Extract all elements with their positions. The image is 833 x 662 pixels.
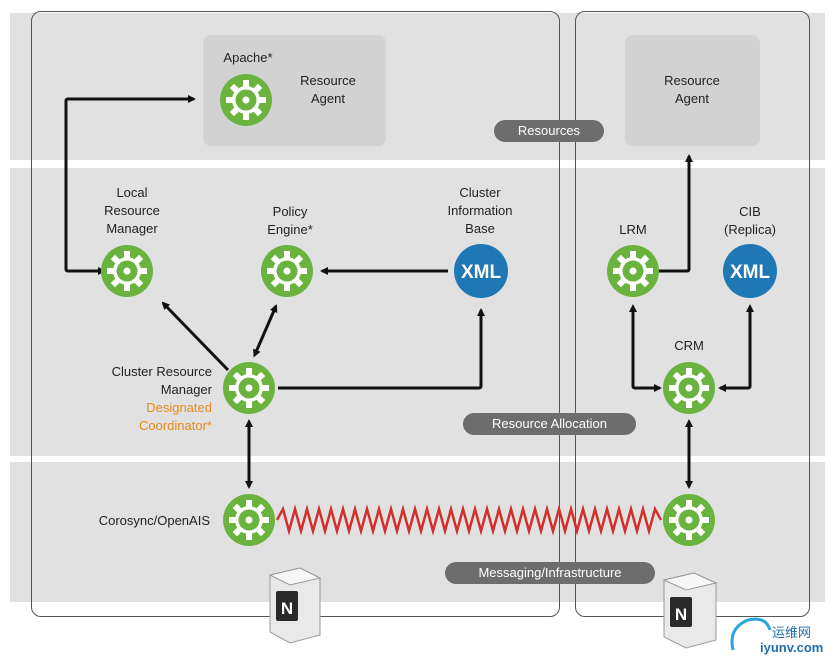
server-left-icon: N xyxy=(268,567,322,644)
svg-text:N: N xyxy=(281,599,293,618)
messaging-pill: Messaging/Infrastructure xyxy=(445,562,655,584)
corosync-right-gear-icon xyxy=(663,494,715,546)
crm-right-gear-icon xyxy=(663,362,715,414)
crm-gear-icon xyxy=(223,362,275,414)
lrm-gear-icon xyxy=(101,245,153,297)
apache-gear-icon xyxy=(220,74,272,126)
resource-agent-right-label: Resource Agent xyxy=(664,73,720,106)
arrow-cib-crm-right xyxy=(718,304,754,392)
arrow-lrm-to-apache xyxy=(64,95,196,275)
svg-text:N: N xyxy=(675,605,687,624)
resource-agent-right-box xyxy=(625,35,760,146)
resources-pill: Resources xyxy=(494,120,604,142)
designated-coordinator-label: Designated Coordinator* xyxy=(139,400,212,433)
messaging-link-zigzag xyxy=(275,504,663,536)
cib-label: Cluster Information Base xyxy=(447,185,513,236)
watermark-url: iyunv.com xyxy=(760,640,824,655)
lrm-full-label: Local Resource Manager xyxy=(104,185,160,236)
policy-engine-gear-icon xyxy=(261,245,313,297)
watermark-cn: 运维网 xyxy=(772,625,812,640)
crm-full-label: Cluster Resource Manager xyxy=(111,364,212,397)
arrow-lrm-to-agent-right xyxy=(658,154,693,273)
crm-label: CRM xyxy=(674,338,704,353)
apache-label: Apache* xyxy=(223,50,273,65)
arrow-crm-to-cib xyxy=(278,308,485,390)
cib-replica-xml-text: XML xyxy=(730,262,771,283)
corosync-label: Corosync/OpenAIS xyxy=(98,513,210,528)
cib-replica-xml-icon xyxy=(723,244,777,298)
resource-agent-label: Resource Agent xyxy=(300,73,356,106)
lrm-right-gear-icon xyxy=(607,245,659,297)
policy-engine-label: Policy Engine* xyxy=(267,204,313,237)
resource-allocation-pill: Resource Allocation xyxy=(463,413,636,435)
lrm-label: LRM xyxy=(619,222,647,237)
cib-xml-text: XML xyxy=(461,262,502,283)
cib-replica-label: CIB (Replica) xyxy=(723,204,776,237)
server-right-icon: N xyxy=(662,572,718,649)
arrow-crm-to-lrm xyxy=(161,301,230,372)
arrow-lrm-crm-right xyxy=(629,304,662,392)
watermark-logo-icon xyxy=(730,617,772,651)
arrow-crm-policy xyxy=(253,304,278,358)
corosync-left-gear-icon xyxy=(223,494,275,546)
cib-xml-icon xyxy=(454,244,508,298)
